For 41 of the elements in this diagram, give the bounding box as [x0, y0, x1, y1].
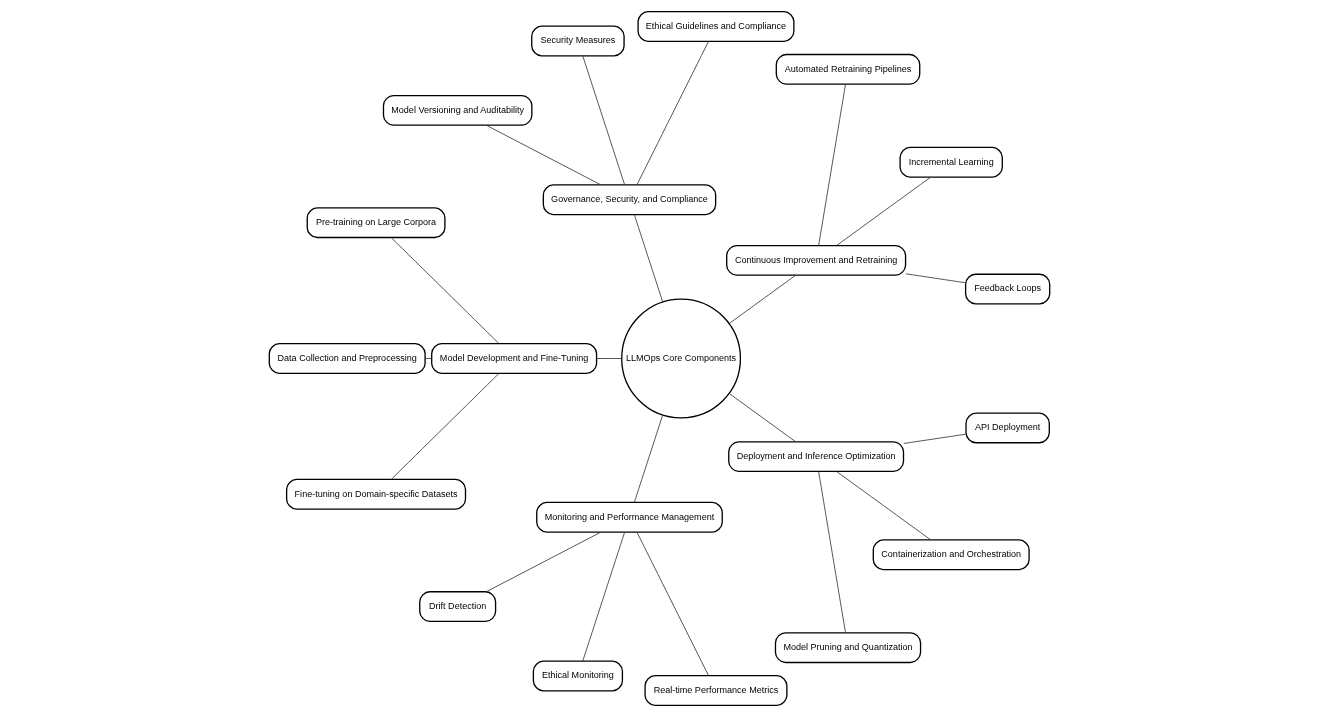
connector [636, 531, 709, 677]
node-box: Ethical Guidelines and Compliance [637, 10, 795, 42]
node-box: Security Measures [531, 25, 625, 57]
node-box: Ethical Monitoring [532, 660, 624, 692]
node-box: Model Pruning and Quantization [774, 632, 922, 664]
connector [582, 531, 626, 662]
node-circle: LLMOps Core Components [621, 298, 742, 419]
connector [818, 471, 846, 634]
connector [836, 471, 932, 541]
node-box: Continuous Improvement and Retraining [726, 244, 907, 276]
connector [633, 214, 664, 303]
node-box: Model Development and Fine-Tuning [431, 343, 598, 374]
connector [729, 274, 796, 324]
node-box: Feedback Loops [964, 273, 1051, 305]
connector [485, 531, 602, 593]
node-box: Containerization and Orchestration [872, 539, 1030, 571]
node-box: Monitoring and Performance Management [536, 501, 723, 533]
connector [424, 358, 433, 359]
node-box: Deployment and Inference Optimization [728, 441, 905, 473]
node-box: Pre-training on Large Corpora [306, 207, 446, 239]
connector [818, 83, 846, 246]
node-box: Drift Detection [419, 591, 497, 623]
node-box: Governance, Security, and Compliance [542, 184, 717, 216]
connector [485, 124, 602, 186]
node-box: API Deployment [965, 412, 1050, 444]
connector [633, 414, 664, 503]
connector [729, 393, 796, 443]
connector [903, 433, 967, 444]
connector [905, 273, 966, 284]
connector [636, 40, 709, 186]
connector [582, 55, 626, 186]
node-box: Fine-tuning on Domain-specific Datasets [285, 478, 467, 510]
connector [390, 237, 500, 344]
connector [390, 373, 500, 480]
node-box: Data Collection and Preprocessing [268, 343, 426, 374]
connector [596, 358, 622, 359]
node-box: Automated Retraining Pipelines [775, 53, 921, 85]
node-box: Real-time Performance Metrics [644, 675, 788, 707]
node-box: Model Versioning and Auditability [382, 94, 533, 126]
node-box: Incremental Learning [899, 146, 1003, 178]
connector [836, 176, 932, 246]
